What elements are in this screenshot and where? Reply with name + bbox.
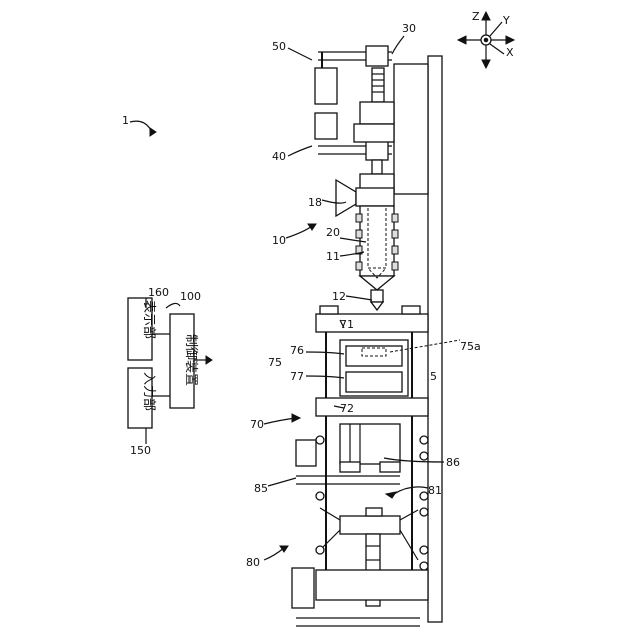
label-86: 86 <box>446 456 460 469</box>
label-77: 77 <box>290 370 304 383</box>
label-75a: 75a <box>460 340 481 353</box>
label-150: 150 <box>130 444 151 457</box>
axis-z-label: Z <box>472 10 480 23</box>
label-72: 72 <box>340 402 354 415</box>
axis-x-label: X <box>506 46 514 59</box>
label-30: 30 <box>402 22 416 35</box>
coordinate-axes: Z Y X <box>458 10 514 68</box>
label-160: 160 <box>148 286 169 299</box>
label-40: 40 <box>272 150 286 163</box>
controller-box: 制御装置 <box>170 314 198 408</box>
label-10: 10 <box>272 234 286 247</box>
label-50: 50 <box>272 40 286 53</box>
display-unit-label: 表示部 <box>141 300 156 339</box>
axis-y-label: Y <box>502 14 510 27</box>
input-unit-box: 入力部 <box>128 368 156 428</box>
label-70: 70 <box>250 418 264 431</box>
label-5: 5 <box>430 370 437 383</box>
injection-unit <box>315 46 428 310</box>
label-80: 80 <box>246 556 260 569</box>
label-1: 1 <box>122 114 129 127</box>
label-76: 76 <box>290 344 304 357</box>
label-85: 85 <box>254 482 268 495</box>
base-frame <box>428 56 442 622</box>
label-11: 11 <box>326 250 340 263</box>
label-81: 81 <box>428 484 442 497</box>
display-unit-box: 表示部 <box>128 298 156 360</box>
label-18: 18 <box>308 196 322 209</box>
label-71: 71 <box>340 318 354 331</box>
input-unit-label: 入力部 <box>141 372 156 411</box>
label-12: 12 <box>332 290 346 303</box>
label-100: 100 <box>180 290 201 303</box>
label-20: 20 <box>326 226 340 239</box>
label-75: 75 <box>268 356 282 369</box>
